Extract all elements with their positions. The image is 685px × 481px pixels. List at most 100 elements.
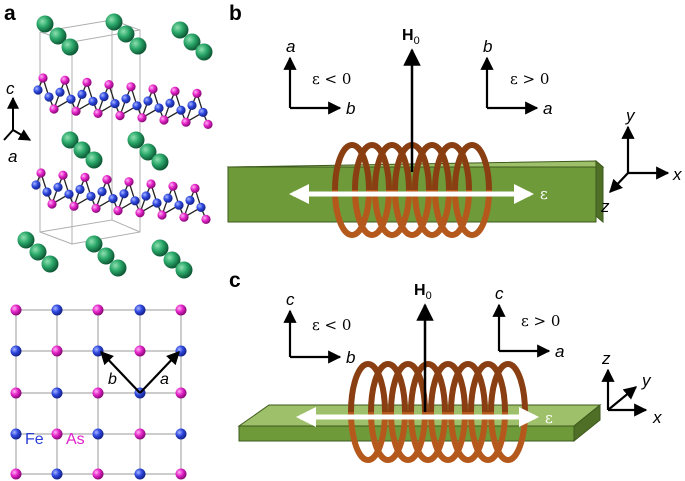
ba-atom xyxy=(61,38,79,56)
coil-turn-front xyxy=(488,411,528,463)
as-atom xyxy=(91,203,101,213)
b-field-label: H0 xyxy=(402,27,420,47)
panel-b-right-axes: b a ε > 0 xyxy=(480,37,552,118)
b-axis-arrow xyxy=(12,129,32,141)
coil-turn-front xyxy=(388,411,428,463)
b-frame-x-label: x xyxy=(672,165,682,184)
as-atom xyxy=(80,172,90,182)
c-right-right-label: a xyxy=(555,342,564,361)
coil-turn-back xyxy=(332,142,372,191)
lattice-vector-a-arrow xyxy=(139,351,180,394)
c-field-label: H0 xyxy=(414,282,432,302)
as-atom xyxy=(168,181,178,191)
as-atom xyxy=(157,210,167,220)
as-atom xyxy=(69,201,79,211)
a-axis-label: a xyxy=(8,147,17,166)
as-atom xyxy=(159,115,169,125)
fe-atom xyxy=(185,195,195,205)
coil-turn-back xyxy=(408,361,448,413)
fe-atom xyxy=(163,193,173,203)
coil-turn-front xyxy=(412,189,452,238)
ba-atom xyxy=(183,33,201,51)
panel-a-axes: c a xyxy=(3,79,32,166)
as-atom xyxy=(51,428,63,440)
c-frame-y-arrow xyxy=(607,386,638,411)
as-atom xyxy=(92,387,104,399)
c-crystal-side xyxy=(573,403,601,443)
as-atom xyxy=(179,212,189,222)
as-atom xyxy=(82,77,92,87)
fe-atom xyxy=(152,198,162,208)
ba-atom xyxy=(49,27,67,45)
c-left-right-label: b xyxy=(346,348,355,367)
c-left-up-label: c xyxy=(286,290,295,309)
coil-turn-front xyxy=(372,189,412,238)
as-atom xyxy=(134,345,146,357)
panel-b-coil-back xyxy=(332,142,492,191)
panel-c-frame: z y x xyxy=(601,349,662,427)
fe-atom xyxy=(134,468,146,480)
fe-atom xyxy=(53,182,63,192)
ba-atom xyxy=(163,251,181,269)
fe-atom xyxy=(187,100,197,110)
crystal-structure xyxy=(17,13,213,279)
coil-turn-back xyxy=(348,361,388,413)
as-atom xyxy=(104,80,114,90)
fe-atom xyxy=(92,428,104,440)
as-atom xyxy=(115,111,125,121)
fe-atom xyxy=(130,196,140,206)
fe-atom xyxy=(165,98,175,108)
fe-atom xyxy=(97,187,107,197)
as-atom xyxy=(102,175,112,185)
coil-turn-front xyxy=(468,411,508,463)
b-right-right-label: a xyxy=(543,99,552,118)
coil-turn-front xyxy=(352,189,392,238)
ba-atom xyxy=(61,131,79,149)
as-atom xyxy=(51,345,63,357)
coil-turn-front xyxy=(392,189,432,238)
as-atom xyxy=(92,468,104,480)
panel-a-label: a xyxy=(4,2,16,25)
as-atom xyxy=(113,206,123,216)
fe-atom xyxy=(174,200,184,210)
coil-turn-front xyxy=(448,411,488,463)
as-atom xyxy=(49,104,59,114)
as-atom xyxy=(175,468,187,480)
as-atom xyxy=(124,177,134,187)
as-atom xyxy=(10,468,22,480)
as-atom xyxy=(58,170,68,180)
c-frame-z-label: z xyxy=(601,349,611,368)
b-strain-label: ε xyxy=(540,185,548,203)
ba-atom xyxy=(127,131,145,149)
c-right-condition: ε > 0 xyxy=(521,312,560,330)
fe-atom xyxy=(33,85,43,95)
b-frame-z-arrow xyxy=(609,172,629,193)
lattice-vector-b-label: b xyxy=(108,371,117,388)
c-left-condition: ε < 0 xyxy=(312,316,351,334)
fe-atom xyxy=(196,202,206,212)
coil-turn-back xyxy=(452,142,492,191)
c-frame-x-label: x xyxy=(652,408,662,427)
fe-atom xyxy=(108,194,118,204)
fe-atom xyxy=(176,105,186,115)
fe-atom xyxy=(86,191,96,201)
as-atom xyxy=(175,304,187,316)
coil-turn-back xyxy=(448,361,488,413)
as-atom xyxy=(137,113,147,123)
atoms-group xyxy=(17,13,213,279)
fe-atom xyxy=(51,468,63,480)
legend-fe: Fe xyxy=(25,431,44,448)
ba-atom xyxy=(41,255,59,273)
as-atom xyxy=(135,208,145,218)
coil-turn-back xyxy=(468,361,508,413)
legend-as: As xyxy=(66,431,85,448)
ba-atom xyxy=(117,25,135,43)
fe-atom xyxy=(110,99,120,109)
fe-atom xyxy=(44,92,54,102)
as-atom xyxy=(134,428,146,440)
coil-turn-front xyxy=(368,411,408,463)
as-atom xyxy=(146,179,156,189)
coil-turn-back xyxy=(432,142,472,191)
coil-turn-back xyxy=(412,142,452,191)
